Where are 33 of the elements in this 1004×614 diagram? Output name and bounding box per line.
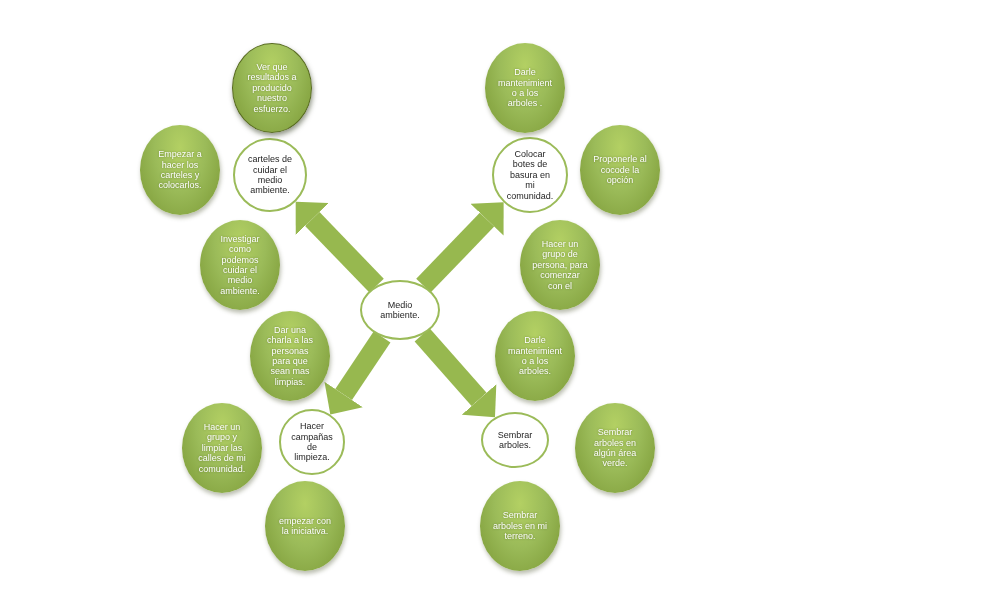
center-circle (360, 280, 440, 340)
ellipse-node (200, 220, 280, 310)
ellipse-node (182, 403, 262, 493)
arrow (324, 331, 391, 415)
node-text: Sembrar arboles en algún área verde. (592, 427, 638, 469)
node-text: Medio ambiente. (379, 299, 421, 321)
ellipse-node (265, 481, 345, 571)
node-text: Hacer un grupo de persona, para comenzar con el (532, 239, 588, 291)
ellipse-node (250, 311, 330, 401)
node-text: empezar con la iniciativa. (278, 515, 332, 537)
node-text: Investigar como podemos cuidar el medio ambiente. (219, 233, 261, 297)
arrow (414, 328, 497, 418)
node-text: Sembrar arboles. (496, 429, 534, 451)
node-text: Sembrar arboles en mi terreno. (492, 510, 548, 542)
node-text: carteles de cuidar el medio ambiente. (247, 154, 293, 196)
circle-node (481, 412, 549, 468)
node-text: Hacer un grupo y limpiar las calles de mi comunidad. (197, 422, 247, 474)
ellipse-node (480, 481, 560, 571)
node-text: Dar una charla a las personas para que sean mas limpias. (266, 324, 314, 388)
node-text: Empezar a hacer los carteles y colocarlos. (157, 149, 203, 191)
ellipse-node (520, 220, 600, 310)
ellipse-node (140, 125, 220, 215)
ellipse-node (575, 403, 655, 493)
node-text: Proponerle al cocode la opción (592, 154, 648, 186)
ellipse-node (232, 43, 312, 133)
ellipse-node (580, 125, 660, 215)
ellipse-node (485, 43, 565, 133)
ellipse-node (495, 311, 575, 401)
node-text: Hacer campañas de limpieza. (290, 421, 334, 463)
node-text: Darle mantenimiento a los arboles . (497, 67, 553, 109)
node-text: Colocar botes de basura en mi comunidad. (505, 149, 555, 201)
node-text: Darle mantenimiento a los arboles. (507, 335, 563, 377)
node-text: Ver que resultados a producido nuestro esfuerzo. (246, 62, 298, 114)
